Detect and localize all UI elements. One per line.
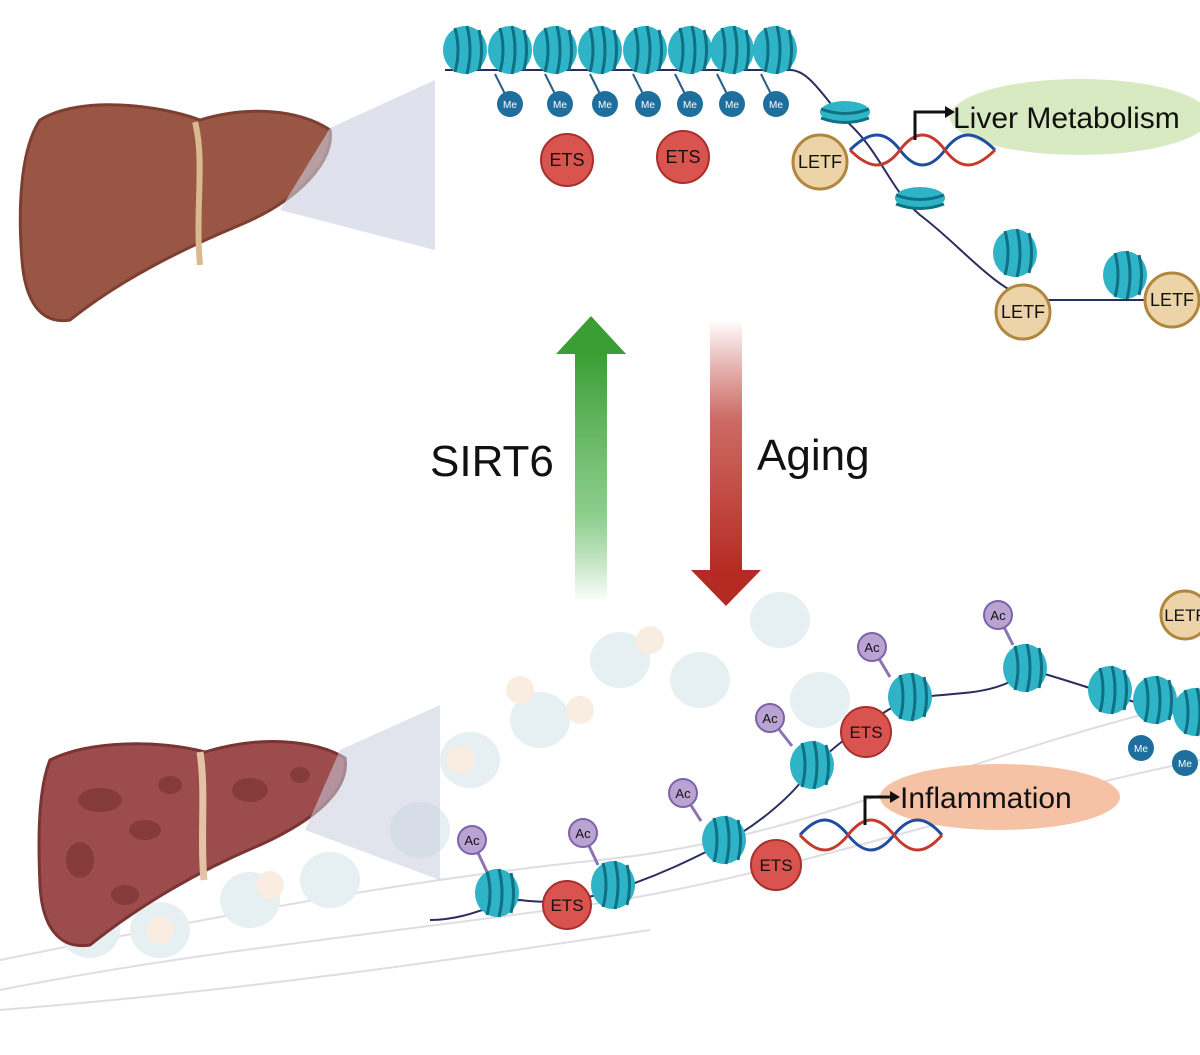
acetyl-label: Ac (990, 608, 1006, 623)
ets-label: ETS (549, 150, 584, 170)
sirt6-label: SIRT6 (430, 437, 554, 486)
ets-factor-bottom-2: ETS (750, 839, 802, 891)
acetyl-marks: Ac Ac Ac Ac Ac Ac (457, 600, 1015, 873)
letf-label: LETF (1001, 302, 1045, 322)
acetyl-label: Ac (864, 640, 880, 655)
letf-factor-4: LETF (1159, 589, 1200, 641)
healthy-liver (18, 103, 332, 323)
ets-factor-bottom-1: ETS (542, 880, 592, 930)
zoom-wedge-top (280, 80, 435, 250)
letf-label: LETF (1164, 606, 1200, 625)
methyl-label: Me (598, 100, 612, 111)
zoom-wedge-bottom (305, 705, 440, 880)
sirt6-arrow (556, 316, 626, 602)
dna-helix-top (848, 106, 997, 167)
methyl-marks: Me Me Me Me Me Me Me (494, 73, 789, 117)
inflammation-oval (880, 764, 1120, 830)
aged-liver (37, 740, 347, 948)
ets-factor-top-1: ETS (540, 133, 594, 187)
ets-label: ETS (759, 856, 792, 875)
letf-factor-2: LETF (994, 283, 1052, 341)
methyl-label: Me (503, 100, 517, 111)
ets-label: ETS (665, 147, 700, 167)
acetyl-label: Ac (575, 826, 591, 841)
acetyl-label: Ac (464, 833, 480, 848)
aging-arrow (691, 320, 761, 606)
liver-metabolism-label: Liver Metabolism (953, 102, 1180, 135)
methyl-label: Me (1178, 759, 1192, 770)
letf-factor-1: LETF (791, 133, 849, 191)
methyl-label: Me (1134, 744, 1148, 755)
methyl-label: Me (769, 100, 783, 111)
inflammation-label: Inflammation (900, 782, 1072, 815)
nucleosome-array-top (441, 24, 799, 76)
ets-factor-top-2: ETS (656, 130, 710, 184)
ets-label: ETS (849, 723, 882, 742)
ets-factor-bottom-3: ETS (840, 706, 892, 758)
methyl-label: Me (553, 100, 567, 111)
aging-label: Aging (757, 431, 870, 480)
methyl-label: Me (725, 100, 739, 111)
acetyl-label: Ac (675, 786, 691, 801)
liver-metabolism-oval (950, 79, 1200, 155)
methyl-label: Me (683, 100, 697, 111)
acetyl-label: Ac (762, 711, 778, 726)
methyl-label: Me (641, 100, 655, 111)
letf-label: LETF (1150, 290, 1194, 310)
dna-helix-bottom (798, 791, 944, 852)
letf-label: LETF (798, 152, 842, 172)
ets-label: ETS (550, 896, 583, 915)
letf-factor-3: LETF (1143, 271, 1200, 329)
methyl-marks-bottom: Me Me (1128, 735, 1198, 776)
